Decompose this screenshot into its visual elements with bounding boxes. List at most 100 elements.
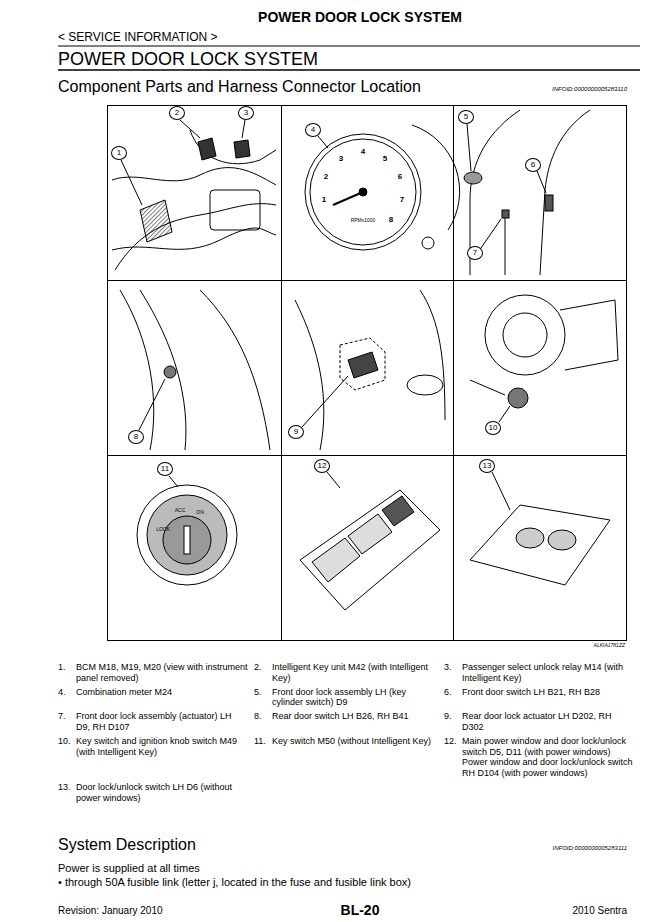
parts-list-item: 4.Combination meter M24 (58, 687, 254, 709)
figure-code: ALKIA1781ZZ (594, 643, 625, 649)
parts-list-item: 5.Front door lock assembly LH (key cylin… (254, 687, 444, 709)
gauge-ring (305, 134, 421, 250)
bracket (210, 190, 260, 230)
item-text: Door lock/unlock switch LH D6 (without p… (76, 782, 254, 804)
door-edge (120, 290, 154, 450)
bullet-text: • through 50A fusible link (letter j, lo… (58, 876, 411, 889)
parts-list-item: 6.Front door switch LH B21, RH B28 (444, 687, 640, 709)
callout-number: 2 (169, 106, 185, 120)
gauge-number: 6 (398, 172, 402, 181)
figure-panel: 567 (453, 105, 627, 281)
info-id: INFOID:0000000005283111 (553, 845, 628, 852)
body-line (420, 290, 445, 420)
footer-model: 2010 Sentra (573, 905, 628, 917)
leader-line (537, 171, 546, 193)
info-id: INFOID:0000000005283110 (552, 86, 627, 93)
leader-line (467, 124, 471, 171)
leader-line (499, 406, 510, 422)
steering-column (503, 313, 547, 357)
parts-list-item: 7.Front door lock assembly (actuator) LH… (58, 711, 254, 733)
parts-list-item: 13.Door lock/unlock switch LH D6 (withou… (58, 782, 254, 804)
wire (112, 168, 276, 185)
leader-line (492, 472, 510, 510)
parts-list-item: 11.Key switch M50 (without Intelligent K… (254, 736, 444, 779)
column-cover (560, 300, 618, 370)
parts-list-item: 8.Rear door switch LH B26, RH B41 (254, 711, 444, 733)
key-slot (184, 526, 190, 554)
gauge-number: 7 (400, 195, 404, 204)
gauge-number: 4 (361, 147, 365, 156)
item-number: 4. (58, 687, 76, 709)
door-edge (140, 290, 186, 450)
body-text: Power is supplied at all times (58, 862, 200, 875)
lock-actuator (348, 352, 378, 378)
item-number: 6. (444, 687, 462, 709)
item-number: 7. (58, 711, 76, 733)
callout-number: 4 (305, 123, 321, 137)
callout-number: 9 (288, 425, 304, 439)
figure-panel: 12 (281, 455, 454, 641)
gauge-number: 8 (389, 215, 393, 224)
needle-hub (359, 188, 367, 196)
callout-number: 3 (238, 106, 254, 120)
item-text: Combination meter M24 (76, 687, 254, 709)
knob (422, 237, 434, 249)
figure-panel: 13 (453, 455, 627, 641)
switch-panel (300, 490, 440, 610)
item-text: Front door switch LH B21, RH B28 (462, 687, 640, 709)
leader-line (121, 160, 142, 205)
leader-line (169, 476, 178, 487)
gauge-ring (310, 139, 416, 245)
item-number: 12. (444, 736, 462, 779)
knob-ring (147, 495, 227, 575)
door-edge (505, 215, 506, 275)
body-pillar (540, 110, 590, 275)
subsection-title: Component Parts and Harness Connector Lo… (58, 78, 421, 96)
gauge-number: 5 (383, 154, 387, 163)
parts-list: 1.BCM M18, M19, M20 (view with instrumen… (58, 662, 640, 804)
callout-number: 10 (485, 421, 501, 435)
leader-line (242, 120, 245, 138)
wire (190, 130, 276, 164)
item-text: BCM M18, M19, M20 (view with instrument … (76, 662, 254, 684)
gauge-number: 1 (322, 195, 326, 204)
connector (234, 140, 250, 158)
item-number: 13. (58, 782, 76, 804)
bcm-unit (140, 200, 172, 242)
item-text: Rear door lock actuator LH D202, RH D302 (462, 711, 640, 733)
leader-line (481, 219, 501, 248)
item-text: Key switch M50 (without Intelligent Key) (272, 736, 444, 779)
leader-line (327, 472, 340, 488)
connector (198, 138, 216, 160)
switch-plate (470, 505, 610, 585)
item-number: 3. (444, 662, 462, 684)
rule-line (58, 46, 640, 47)
item-text: Front door lock assembly (actuator) LH D… (76, 711, 254, 733)
key-cylinder (163, 516, 211, 564)
leader-line (180, 120, 200, 138)
gauge-unit: RPMx1000 (351, 218, 376, 224)
parts-list-item: 2.Intelligent Key unit M42 (with Intelli… (254, 662, 444, 684)
parts-list-item: 10.Key switch and ignition knob switch M… (58, 736, 254, 779)
key-position: ACC (175, 508, 186, 514)
rule-line (58, 69, 640, 71)
knob-ring (137, 485, 237, 585)
key-cylinder (464, 172, 482, 184)
callout-number: 7 (467, 246, 483, 260)
figure-panel: 10 (453, 280, 627, 456)
parts-list-item: 12.Main power window and door lock/unloc… (444, 736, 640, 779)
item-number: 5. (254, 687, 272, 709)
item-text: Main power window and door lock/unlock s… (462, 736, 640, 779)
item-text: Rear door switch LH B26, RH B41 (272, 711, 444, 733)
gauge-number: 3 (339, 154, 343, 163)
item-text: Passenger select unlock relay M14 (with … (462, 662, 640, 684)
body-line (200, 290, 270, 450)
actuator-outline (340, 338, 385, 390)
wheel-arch (407, 375, 443, 395)
figure-panel: 4 (281, 105, 454, 281)
door-switch (164, 366, 176, 378)
callout-number: 1 (111, 146, 127, 160)
wire (115, 204, 276, 270)
item-number: 8. (254, 711, 272, 733)
